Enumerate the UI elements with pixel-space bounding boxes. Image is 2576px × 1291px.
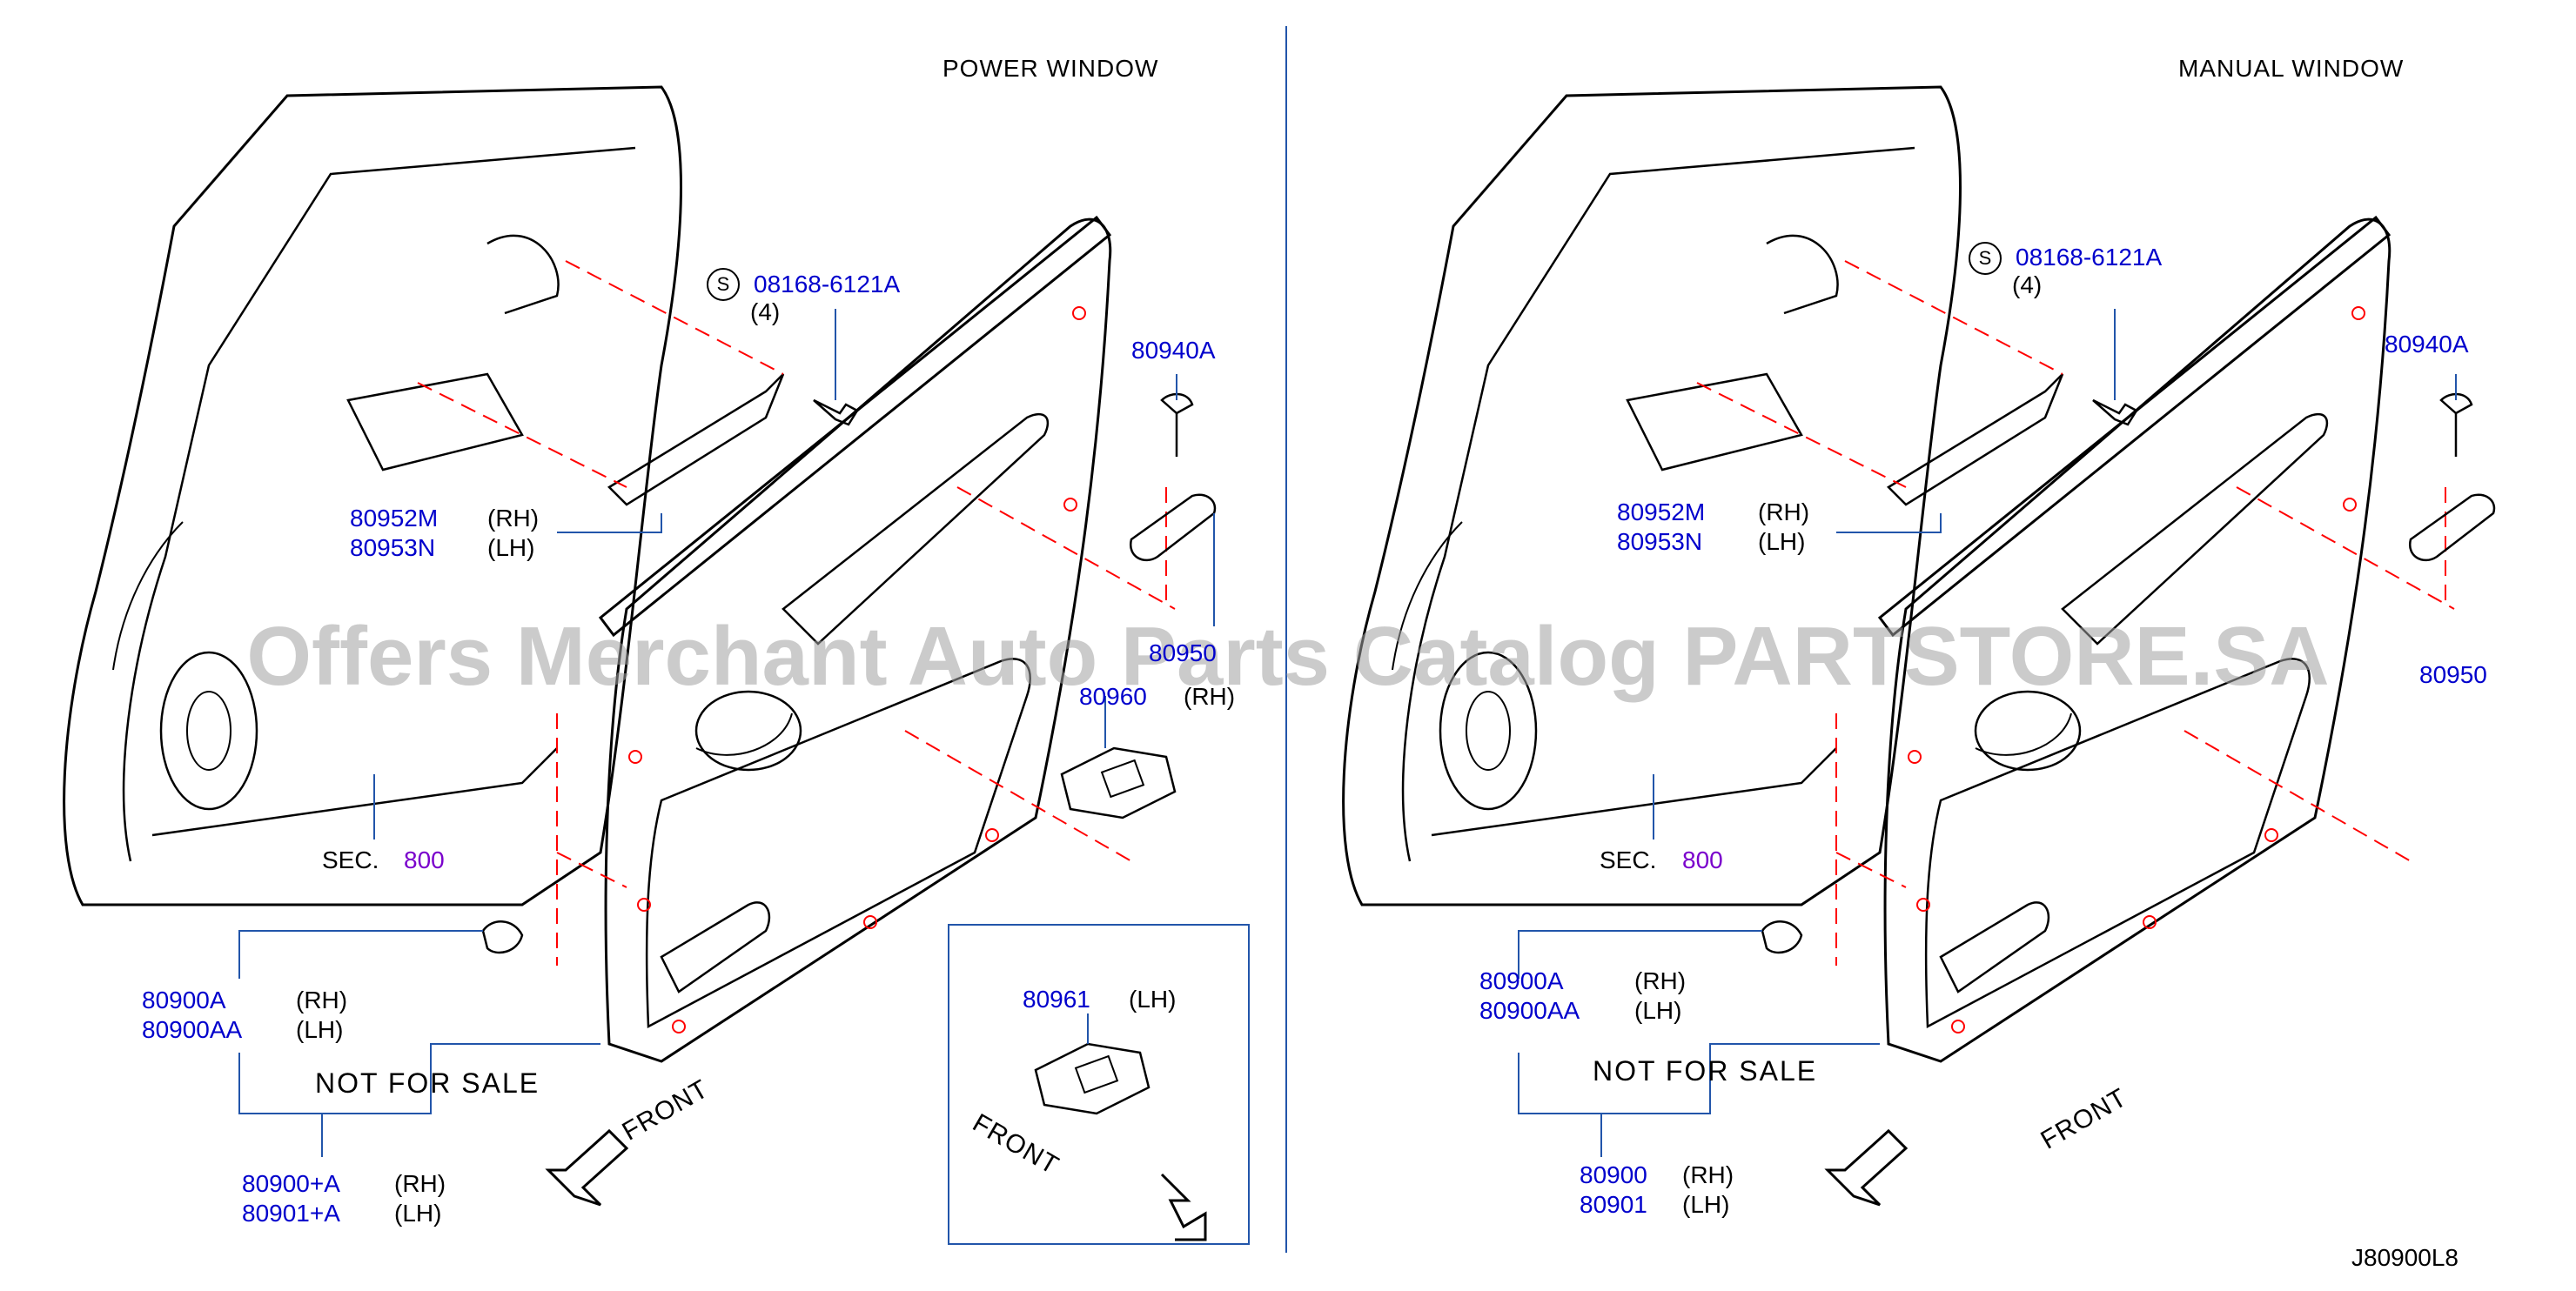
inset-part-number[interactable]: 80961 xyxy=(1023,986,1090,1013)
right-sec-number[interactable]: 800 xyxy=(1682,846,1723,873)
right-trim-rh-side: (RH) xyxy=(1682,1161,1734,1188)
right-bracket-rh-side: (RH) xyxy=(1758,498,1810,525)
left-clip2-rh-part-number[interactable]: 80900A xyxy=(142,987,226,1013)
left-not-for-sale: NOT FOR SALE xyxy=(315,1067,540,1099)
left-bracket-lh-part-number[interactable]: 80953N xyxy=(350,534,436,561)
right-clip2-lh-part-number[interactable]: 80900AA xyxy=(1479,997,1580,1024)
right-bracket-lh-side: (LH) xyxy=(1758,528,1806,555)
left-bracket-lh-side: (LH) xyxy=(487,534,535,561)
left-clip2-lh-side: (LH) xyxy=(296,1016,344,1043)
left-bracket-rh-side: (RH) xyxy=(487,505,540,532)
right-trim-lh-side: (LH) xyxy=(1682,1191,1730,1218)
left-clip-part-number[interactable]: 80940A xyxy=(1131,337,1216,364)
diagram-code: J80900L8 xyxy=(2351,1244,2459,1271)
left-screw-symbol: S xyxy=(707,268,740,301)
right-trim-lh-part-number[interactable]: 80901 xyxy=(1580,1191,1647,1218)
left-clip2-rh-side: (RH) xyxy=(296,987,348,1013)
left-sec-label: SEC. xyxy=(322,846,379,873)
left-screw-part-number[interactable]: 08168-6121A xyxy=(754,271,901,298)
left-finisher-part-number[interactable]: 80950 xyxy=(1149,639,1217,666)
left-title: POWER WINDOW xyxy=(943,55,1159,82)
right-finisher-part-number[interactable]: 80950 xyxy=(2419,661,2487,688)
left-trim-lh-side: (LH) xyxy=(394,1200,442,1227)
left-sec-number[interactable]: 800 xyxy=(404,846,445,873)
right-clip2-rh-side: (RH) xyxy=(1634,967,1687,994)
inset-side: (LH) xyxy=(1129,986,1177,1013)
right-sec-label: SEC. xyxy=(1600,846,1657,873)
right-screw-part-number[interactable]: 08168-6121A xyxy=(2016,244,2163,271)
right-screw-qty: (4) xyxy=(2012,271,2043,298)
right-bracket-lh-part-number[interactable]: 80953N xyxy=(1617,528,1703,555)
right-clip-part-number[interactable]: 80940A xyxy=(2385,331,2469,358)
right-title: MANUAL WINDOW xyxy=(2178,55,2405,82)
right-trim-rh-part-number[interactable]: 80900 xyxy=(1580,1161,1647,1188)
right-bracket-rh-part-number[interactable]: 80952M xyxy=(1617,498,1706,525)
left-clip2-lh-part-number[interactable]: 80900AA xyxy=(142,1016,243,1043)
left-switch-part-number[interactable]: 80960 xyxy=(1079,683,1147,710)
right-not-for-sale: NOT FOR SALE xyxy=(1593,1055,1818,1087)
left-trim-rh-part-number[interactable]: 80900+A xyxy=(242,1170,340,1197)
left-trim-rh-side: (RH) xyxy=(394,1170,446,1197)
left-screw-qty: (4) xyxy=(750,298,781,325)
left-bracket-rh-part-number[interactable]: 80952M xyxy=(350,505,439,532)
right-clip2-lh-side: (LH) xyxy=(1634,997,1682,1024)
right-screw-symbol: S xyxy=(1969,242,2002,275)
left-switch-side: (RH) xyxy=(1184,683,1236,710)
left-trim-lh-part-number[interactable]: 80901+A xyxy=(242,1200,340,1227)
right-clip2-rh-part-number[interactable]: 80900A xyxy=(1479,967,1564,994)
